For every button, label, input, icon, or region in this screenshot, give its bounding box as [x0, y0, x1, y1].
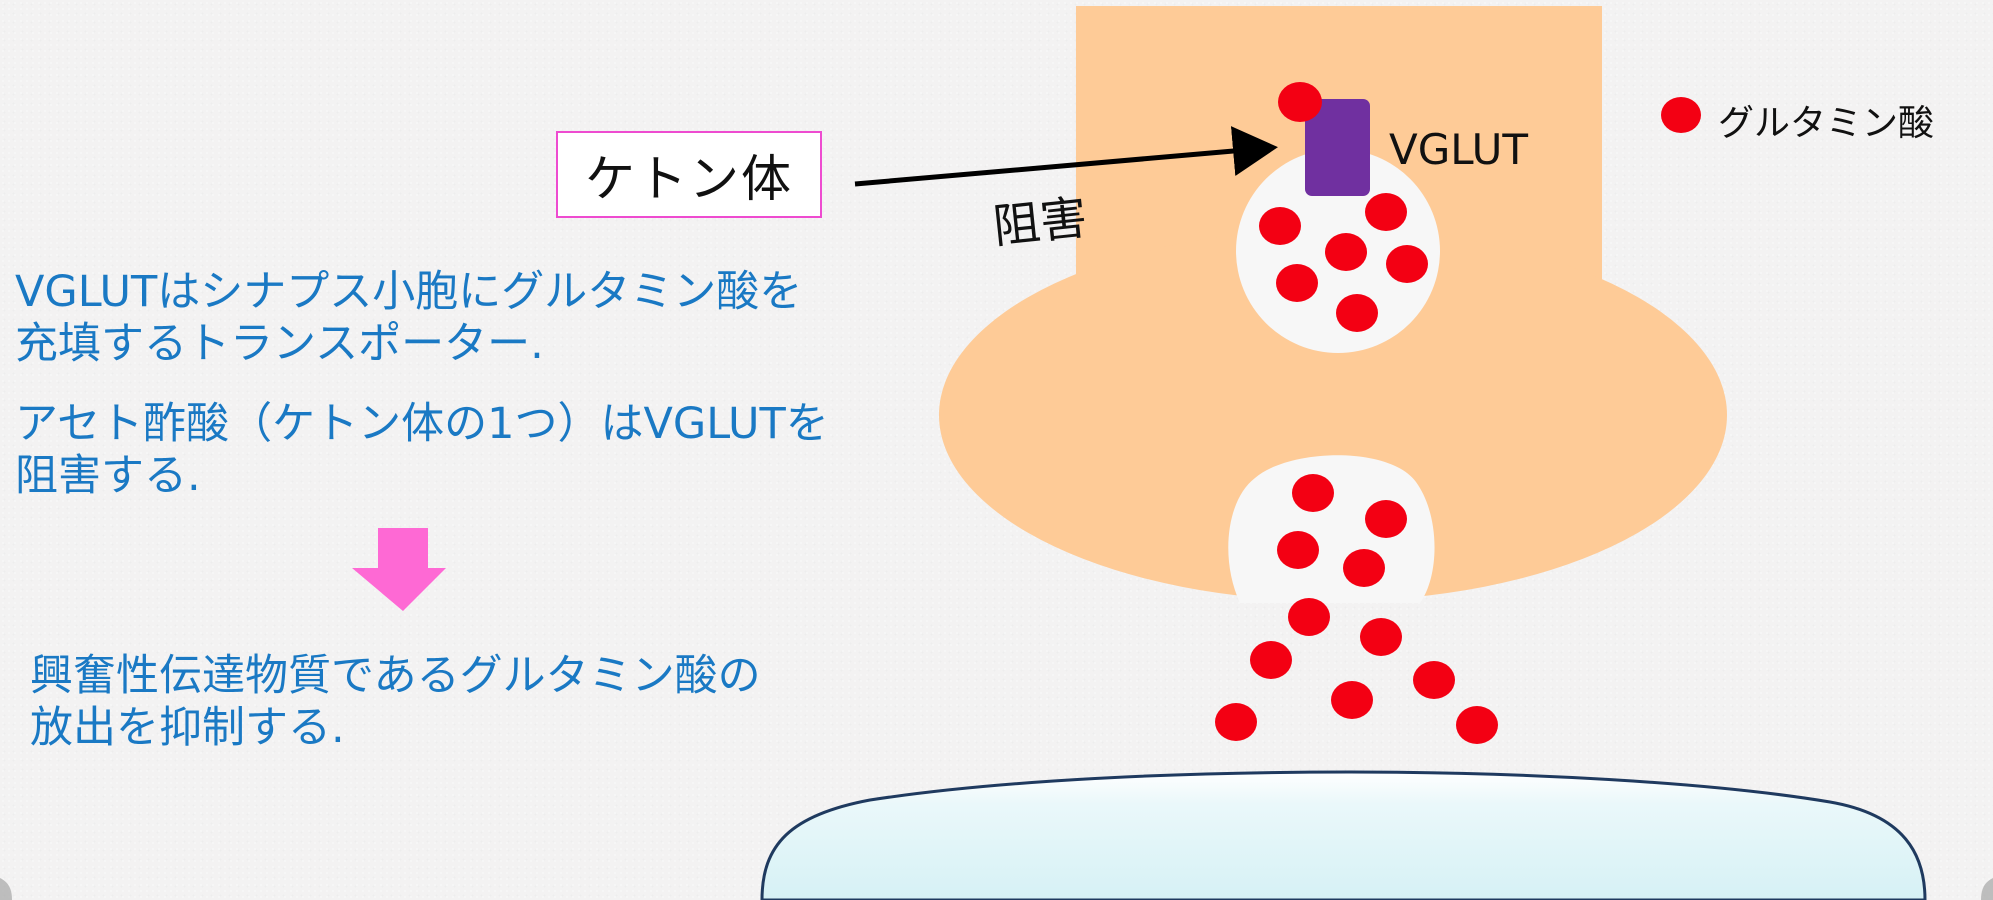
- inhibition-arrow: [854, 126, 1278, 187]
- down-arrow-icon: [352, 528, 446, 611]
- glutamate-molecule: [1288, 598, 1330, 636]
- glutamate-molecule: [1386, 245, 1428, 283]
- ketone-body-label: ケトン体: [585, 149, 793, 208]
- glutamate-molecule: [1331, 681, 1373, 719]
- glutamate-molecule: [1259, 207, 1301, 245]
- glutamate-molecule: [1413, 661, 1455, 699]
- glutamate-molecule: [1343, 549, 1385, 587]
- released-glutamate-group: [1215, 474, 1498, 744]
- text-line: 興奮性伝達物質であるグルタミン酸の: [30, 651, 761, 701]
- text-line: 充填するトランスポーター.: [15, 319, 544, 369]
- vglut-transporter: [1305, 99, 1370, 196]
- glutamate-molecule: [1360, 618, 1402, 656]
- text-line: 放出を抑制する.: [30, 703, 345, 753]
- glutamate-dot-icon: [1661, 97, 1701, 133]
- postsynaptic-membrane: [760, 770, 1927, 900]
- legend-label: グルタミン酸: [1718, 103, 1935, 144]
- text-line: アセト酢酸（ケトン体の1つ）はVGLUTを: [15, 399, 829, 449]
- result-description: 興奮性伝達物質であるグルタミン酸の 放出を抑制する.: [30, 650, 761, 754]
- glutamate-molecule: [1365, 500, 1407, 538]
- presynaptic-terminal: [939, 6, 1727, 601]
- vglut-description: VGLUTはシナプス小胞にグルタミン酸を 充填するトランスポーター.: [15, 266, 802, 370]
- glutamate-molecule: [1277, 531, 1319, 569]
- acetoacetate-description: アセト酢酸（ケトン体の1つ）はVGLUTを 阻害する.: [15, 398, 829, 502]
- glutamate-molecule: [1336, 294, 1378, 332]
- text-line: 阻害する.: [15, 451, 201, 501]
- terminal-bulb: [939, 229, 1727, 601]
- vglut-label: VGLUT: [1389, 125, 1528, 174]
- glutamate-molecule: [1456, 706, 1498, 744]
- corner-mark-right: [1981, 878, 1993, 900]
- vesicle-glutamate-group: [1259, 193, 1428, 332]
- glutamate-molecule: [1278, 82, 1322, 122]
- glutamate-molecule: [1276, 264, 1318, 302]
- glutamate-molecule: [1365, 193, 1407, 231]
- glutamate-molecule: [1292, 474, 1334, 512]
- glutamate-molecule: [1325, 233, 1367, 271]
- corner-mark-left: [0, 878, 12, 900]
- text-line: VGLUTはシナプス小胞にグルタミン酸を: [15, 267, 803, 317]
- inhibit-label: 阻害: [991, 190, 1090, 255]
- ketone-body-box: ケトン体: [556, 131, 822, 218]
- glutamate-molecule: [1215, 703, 1257, 741]
- glutamate-molecule: [1250, 641, 1292, 679]
